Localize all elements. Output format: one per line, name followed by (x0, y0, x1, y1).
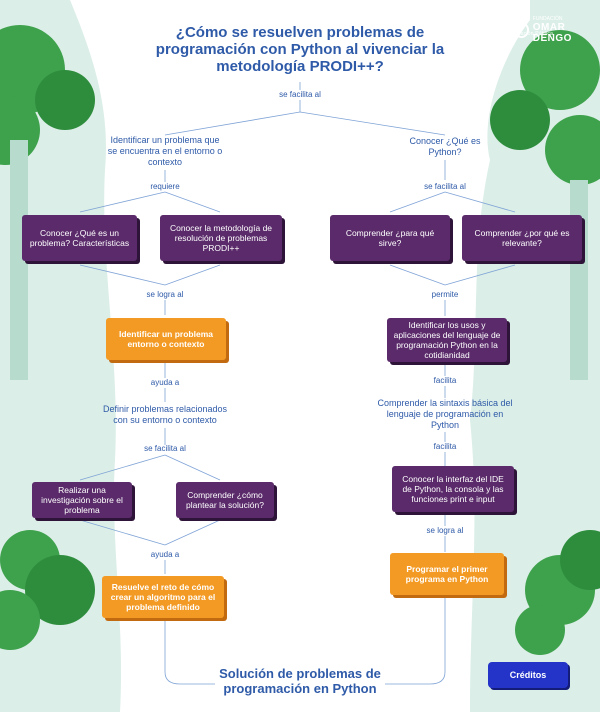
definir-problemas-text: Definir problemas relacionados con su en… (102, 404, 228, 425)
label-se-facilita-al-left: se facilita al (144, 444, 186, 453)
conocer-ide-box[interactable]: Conocer la interfaz del IDE de Python, l… (392, 466, 514, 512)
page-title: ¿Cómo se resuelven problemas de programa… (155, 24, 445, 75)
resuelve-reto-box[interactable]: Resuelve el reto de cómo crear un algori… (102, 576, 224, 618)
label-se-facilita-al-right: se facilita al (424, 182, 466, 191)
conocer-problema-box[interactable]: Conocer ¿Qué es un problema? Característ… (22, 215, 137, 261)
final-goal-text: Solución de problemas de programación en… (219, 666, 381, 696)
identificar-entorno-box[interactable]: Identificar un problema entorno o contex… (106, 318, 226, 360)
sintaxis-text: Comprender la sintaxis básica del lengua… (377, 398, 513, 430)
credits-button[interactable]: Créditos (488, 662, 568, 688)
identificar-problema-text: Identificar un problema que se encuentra… (107, 135, 223, 167)
label-se-logra-al-right: se logra al (426, 526, 464, 535)
comprender-plantear-box[interactable]: Comprender ¿cómo plantear la solución? (176, 482, 274, 518)
conocer-metodologia-box[interactable]: Conocer la metodología de resolución de … (160, 215, 282, 261)
fod-logo-name: OMAR DENGO (532, 22, 572, 44)
label-facilita-1: facilita (433, 376, 457, 385)
label-se-facilita-al-top: se facilita al (279, 90, 321, 99)
label-se-logra-al-left: se logra al (146, 290, 184, 299)
programar-box[interactable]: Programar el primer programa en Python (390, 553, 504, 595)
mep-logo-text: mep (476, 14, 507, 31)
fod-circle-icon (514, 22, 529, 38)
comprender-sirve-box[interactable]: Comprender ¿para qué sirve? (330, 215, 450, 261)
realizar-investigacion-box[interactable]: Realizar una investigación sobre el prob… (32, 482, 132, 518)
fod-logo-top: FUNDACIÓN (532, 16, 563, 22)
label-ayuda-a-1: ayuda a (150, 378, 180, 387)
label-facilita-2: facilita (433, 442, 457, 451)
label-permite: permite (431, 290, 459, 299)
label-requiere: requiere (150, 182, 180, 191)
fundacion-omar-dengo-logo: FUNDACIÓN OMAR DENGO (514, 16, 600, 44)
conocer-python-text: Conocer ¿Qué es Python? (409, 136, 481, 157)
label-ayuda-a-2: ayuda a (150, 550, 180, 559)
identificar-usos-box[interactable]: Identificar los usos y aplicaciones del … (387, 318, 507, 362)
comprender-relevante-box[interactable]: Comprender ¿por qué es relevante? (462, 215, 582, 261)
